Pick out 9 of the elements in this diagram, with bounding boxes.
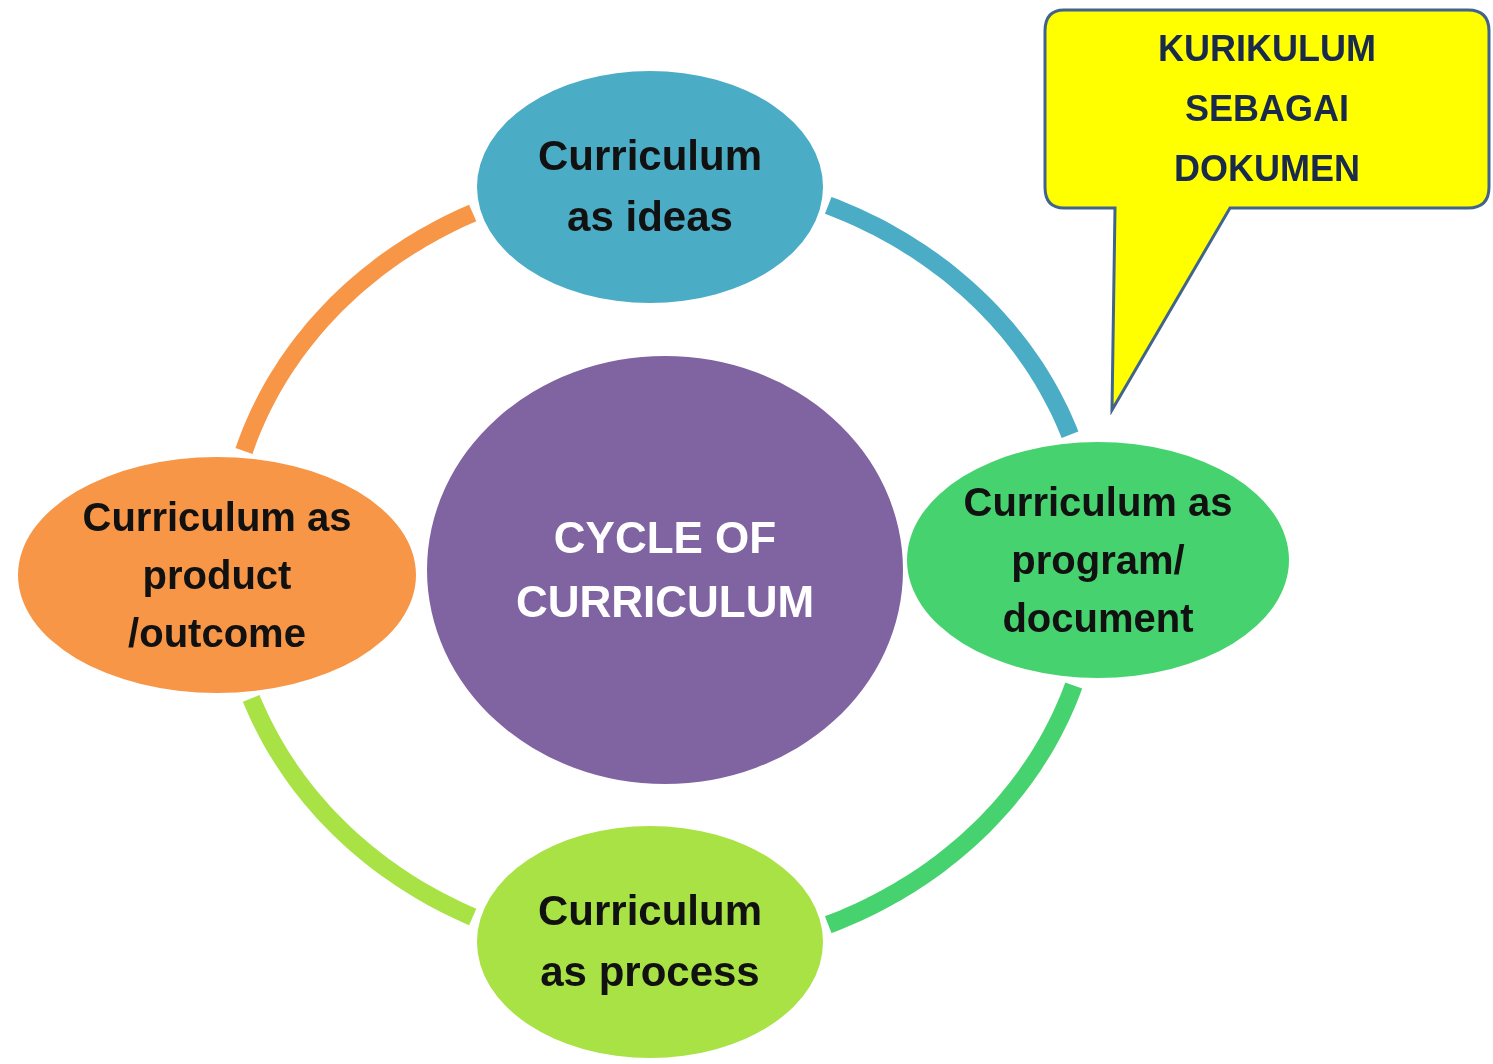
node-label: Curriculum as product /outcome (81, 494, 353, 657)
ring-arc (235, 204, 479, 454)
node-label: Curriculum as program/ document (962, 479, 1234, 642)
node-label: CYCLE OF CURRICULUM (515, 512, 815, 628)
callout-text: KURIKULUM SEBAGAI DOKUMEN (1157, 27, 1377, 191)
node-label: Curriculum as process (537, 886, 763, 997)
node-label: Curriculum as ideas (537, 131, 763, 242)
speech-callout (1042, 7, 1492, 415)
ring-arc (824, 196, 1079, 439)
